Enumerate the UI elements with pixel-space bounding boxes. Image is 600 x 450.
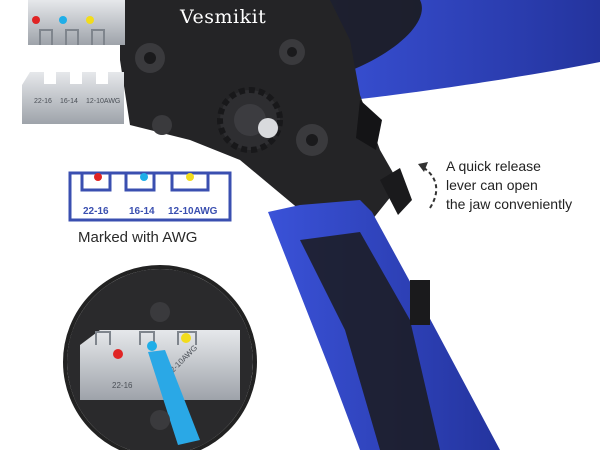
bolt-icon: [152, 115, 172, 135]
awg-dot-blue: [140, 173, 148, 181]
awg-dot-yellow: [186, 173, 194, 181]
svg-text:16-14: 16-14: [60, 98, 78, 105]
brand-logo-text: Vesmikit: [180, 6, 267, 28]
awg-label: 16-14: [129, 206, 155, 217]
upper-jaw-die: [28, 0, 125, 45]
awg-dot-red: [94, 173, 102, 181]
lower-jaw-die: [22, 72, 124, 124]
quick-release-lever: [380, 168, 412, 215]
svg-text:12-10AWG: 12-10AWG: [86, 98, 120, 105]
svg-text:22-16: 22-16: [112, 381, 133, 390]
svg-text:22-16: 22-16: [34, 98, 52, 105]
callout-line: lever can open: [446, 177, 538, 193]
marked-with-awg-caption: Marked with AWG: [78, 229, 198, 246]
callout-line: the jaw conveniently: [446, 196, 573, 212]
awg-label: 12-10AWG: [168, 206, 218, 217]
quick-release-callout: A quick release lever can open the jaw c…: [446, 157, 596, 214]
lower-handle-grip: [300, 232, 440, 450]
release-arrow-icon: [423, 167, 438, 209]
callout-line: A quick release: [446, 158, 541, 174]
awg-label: 22-16: [83, 206, 109, 217]
zoom-inset: 22-16 12-10AWG: [63, 265, 257, 450]
awg-diagram: [68, 171, 232, 222]
